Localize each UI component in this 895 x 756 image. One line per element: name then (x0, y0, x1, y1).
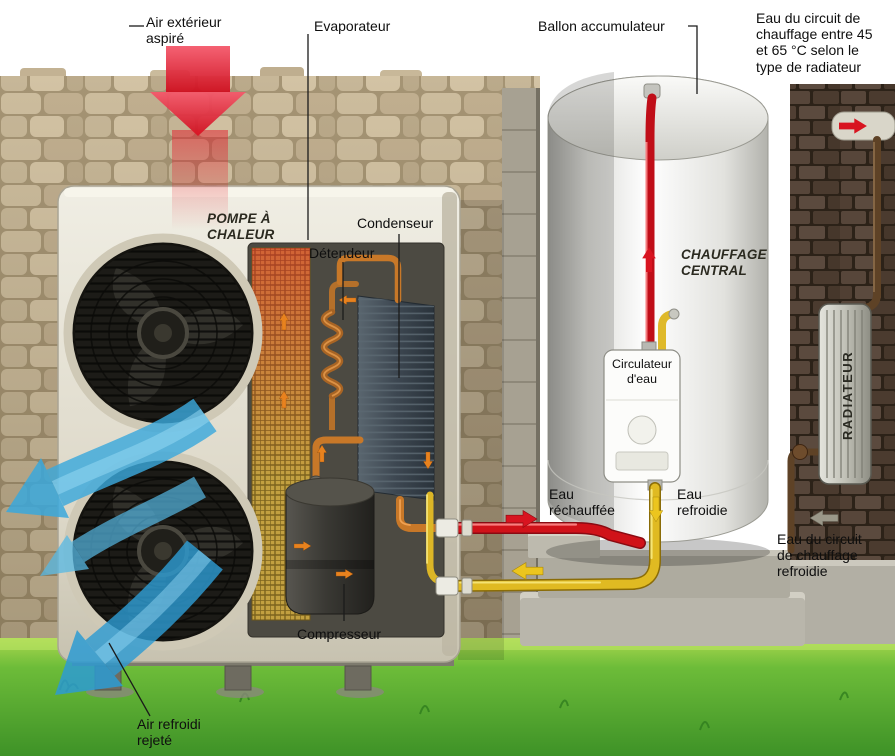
hot-water-riser-pipe (645, 93, 657, 357)
label-accumulator-tank: Ballon accumulateur (538, 18, 665, 34)
label-compressor: Compresseur (297, 626, 382, 642)
label-central-heating: CHAUFFAGE CENTRAL (681, 247, 767, 278)
fan-top (68, 238, 258, 428)
cold-air-arrows (6, 398, 223, 695)
radiator-panel (818, 303, 872, 485)
label-expansion-valve: Détendeur (309, 245, 375, 261)
compressor (285, 475, 375, 615)
radiator-label: RADIATEUR (840, 351, 855, 440)
label-cooled-water: Eau refroidie (677, 486, 728, 519)
hot-water-pipe (441, 523, 645, 548)
cutaway-interior (247, 242, 456, 638)
label-water-circulator: Circulateur d'eau (612, 357, 672, 386)
cooled-water-pipe (441, 483, 660, 591)
accumulator-tank (547, 72, 769, 543)
concrete-base (520, 530, 895, 646)
label-outside-air: Air extérieur aspiré (146, 14, 222, 47)
condenser (357, 295, 435, 501)
label-evaporator: Evaporateur (314, 18, 391, 34)
label-heating-circuit-hot: Eau du circuit de chauffage entre 45 et … (756, 10, 873, 75)
pipe-connector (435, 518, 459, 538)
label-cooled-air: Air refroidi rejeté (137, 716, 201, 749)
leader-lines (108, 25, 698, 717)
label-heated-water: Eau réchauffée (549, 486, 615, 519)
hot-air-arrow (150, 46, 246, 230)
label-heat-pump: POMPE À CHALEUR (207, 211, 275, 242)
expansion-valve-coil (320, 281, 359, 430)
refrigerant-pipes (312, 254, 456, 586)
label-condenser: Condenseur (357, 215, 434, 231)
radiator-valve (792, 444, 808, 460)
label-heating-circuit-cooled: Eau du circuit de chauffage refroidie (777, 531, 862, 580)
external-pipes (435, 482, 661, 596)
pipe-connector (435, 576, 459, 596)
